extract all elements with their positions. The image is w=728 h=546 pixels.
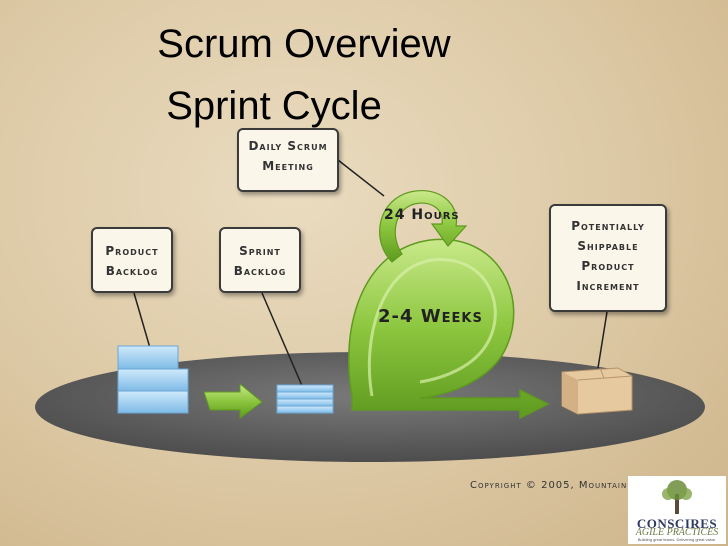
shippable-line2: Shippable	[577, 239, 639, 253]
callout-line-daily	[337, 159, 385, 197]
conscires-logo: CONSCIRES AGILE PRACTICES Building great…	[628, 476, 726, 544]
logo-subtitle: AGILE PRACTICES	[635, 527, 719, 538]
logo-tagline: Building great teams. Delivering great v…	[637, 537, 717, 542]
sprint-backlog-stack	[276, 384, 334, 414]
sprint-backlog-line2: Backlog	[233, 264, 287, 278]
shippable-line4: Increment	[576, 279, 640, 293]
backlog-transfer-arrow	[203, 382, 263, 419]
shippable-increment-label: Potentially Shippable Product Increment	[549, 204, 667, 312]
product-backlog-stack	[117, 345, 189, 414]
shippable-line3: Product	[581, 259, 635, 273]
callout-line-sprint	[261, 292, 304, 389]
product-backlog-line2: Backlog	[105, 264, 159, 278]
daily-scrum-line2: Meeting	[262, 159, 314, 173]
sprint-loop-arrow	[348, 238, 550, 420]
sprint-backlog-label: Sprint Backlog	[219, 227, 301, 293]
product-backlog-line1: Product	[105, 244, 159, 258]
weeks-label: 2-4 Weeks	[378, 306, 483, 327]
copyright-text: Copyright © 2005, Mountain G	[470, 480, 641, 491]
callout-line-product	[133, 292, 151, 349]
tree-icon	[662, 480, 692, 514]
daily-loop-arrow	[379, 190, 468, 263]
hours-label: 24 Hours	[384, 207, 460, 223]
product-backlog-label: Product Backlog	[91, 227, 173, 293]
shippable-line1: Potentially	[571, 219, 645, 233]
slide-title-line2: Sprint Cycle	[166, 84, 382, 128]
slide-title-line1: Scrum Overview	[157, 22, 451, 66]
logo-name: CONSCIRES	[636, 516, 718, 531]
daily-scrum-label: Daily Scrum Meeting	[237, 128, 339, 192]
sprint-backlog-line1: Sprint	[239, 244, 281, 258]
shippable-boxes	[561, 367, 633, 415]
daily-scrum-line1: Daily Scrum	[248, 139, 328, 153]
callout-line-ship	[597, 311, 608, 369]
